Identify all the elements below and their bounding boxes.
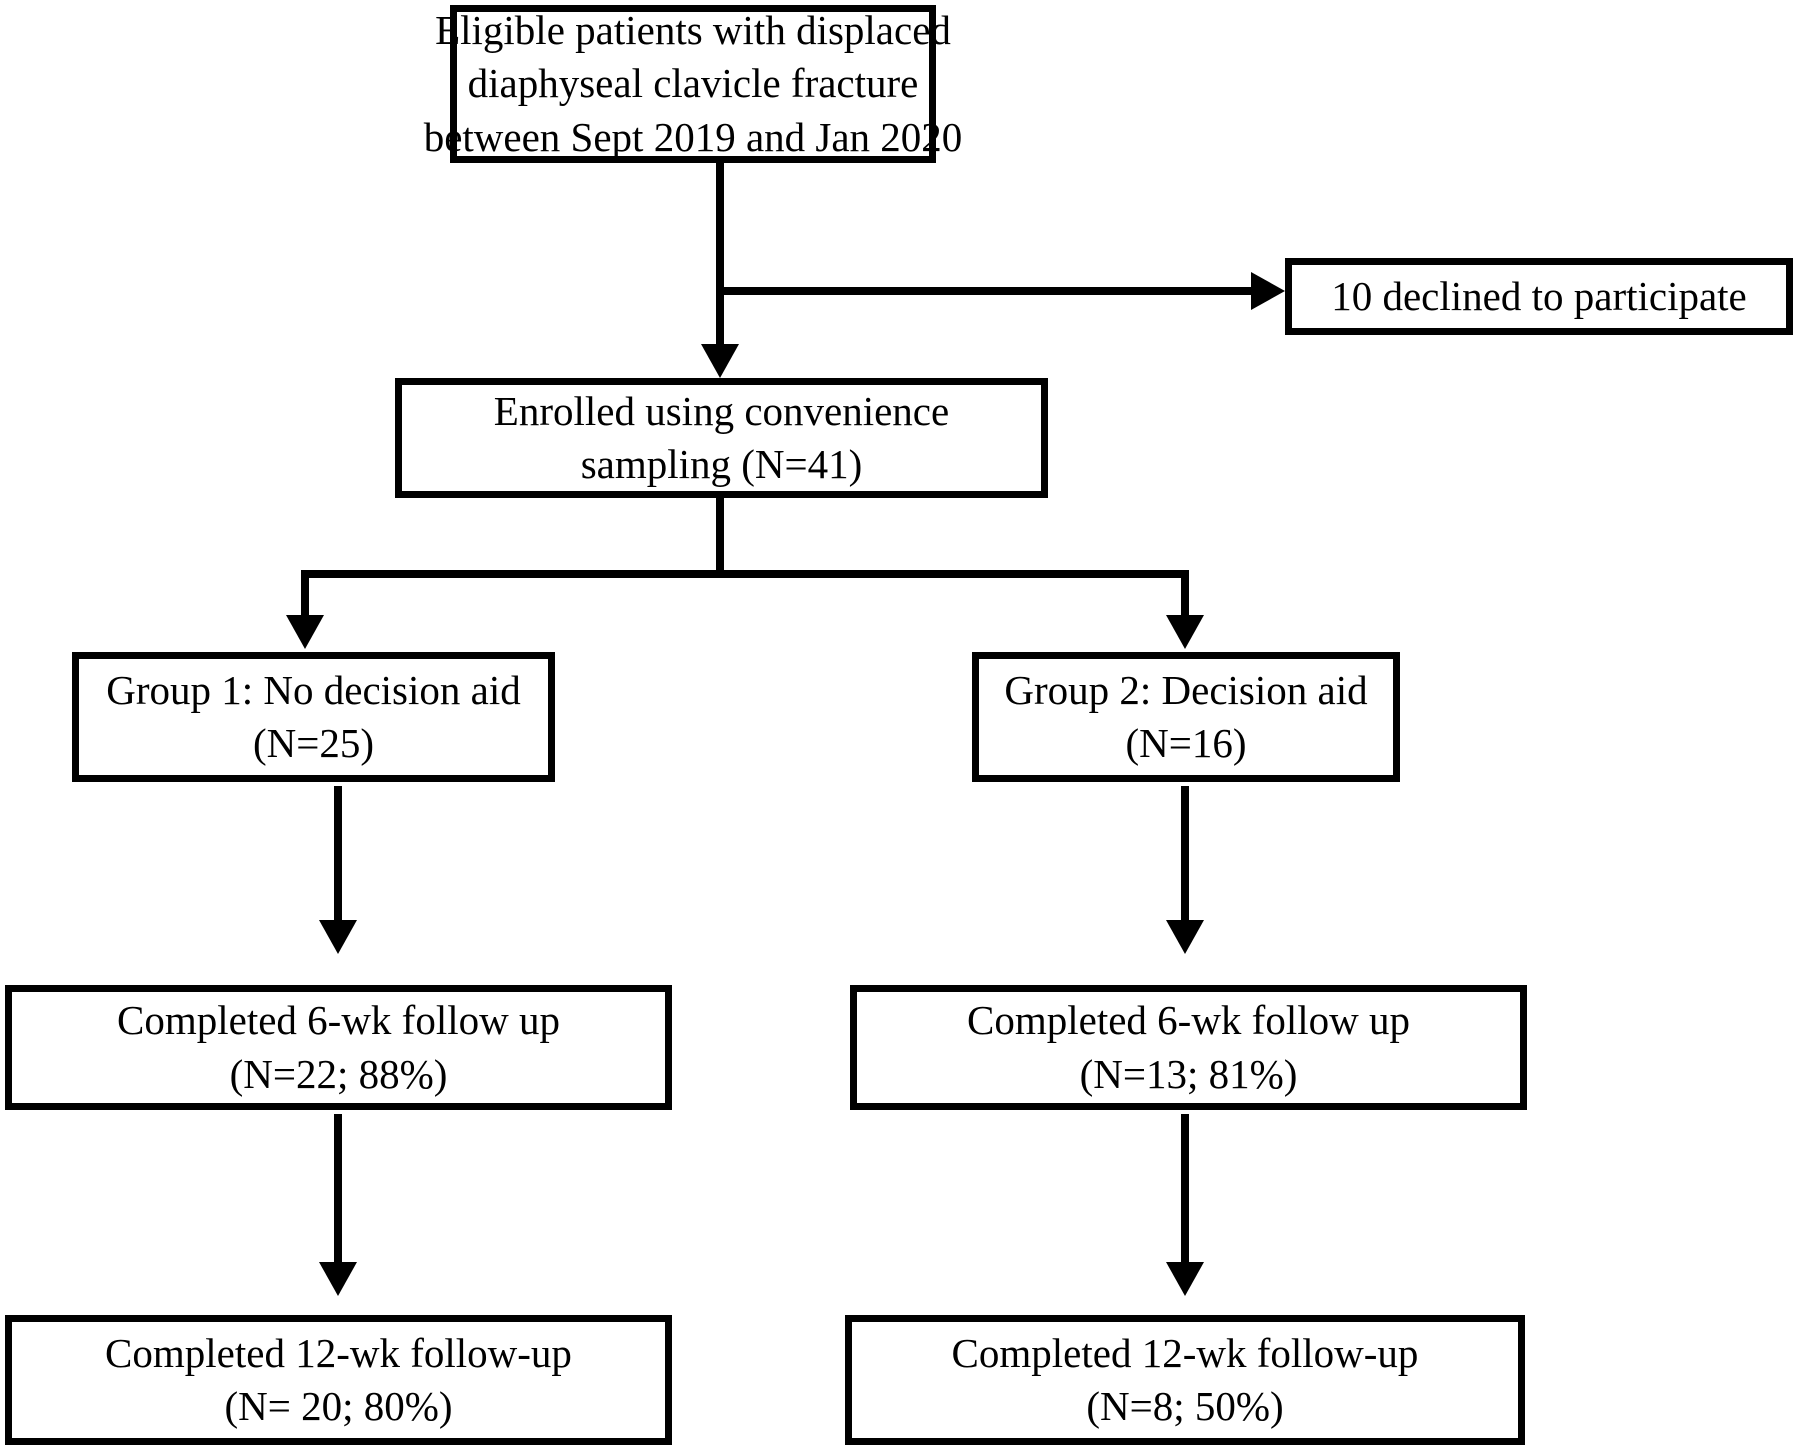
arrowhead-6wk-12wk-right bbox=[1166, 1262, 1204, 1296]
arrowhead-group2-6wk bbox=[1166, 920, 1204, 954]
declined-box: 10 declined to participate bbox=[1285, 258, 1793, 335]
group-2-12wk-line-1: Completed 12-wk follow-up bbox=[951, 1329, 1419, 1376]
arrowhead-to-group-2 bbox=[1166, 615, 1204, 649]
connector-eligible-stem bbox=[716, 163, 724, 348]
group-2-12wk-line-2: (N=8; 50%) bbox=[1086, 1383, 1284, 1429]
enrolled-box: Enrolled using convenience sampling (N=4… bbox=[395, 378, 1048, 498]
enrolled-line-2: sampling (N=41) bbox=[580, 441, 863, 487]
arrowhead-to-declined bbox=[1251, 272, 1285, 310]
group-1-6wk-line-2: (N=22; 88%) bbox=[229, 1050, 448, 1097]
arrowhead-to-group-1 bbox=[286, 615, 324, 649]
group-2-line-1: Group 2: Decision aid bbox=[1004, 666, 1368, 713]
group-1-6wk-line-1: Completed 6-wk follow up bbox=[117, 997, 560, 1044]
eligible-line-3: between Sept 2019 and Jan 2020 bbox=[423, 113, 963, 160]
connector-6wk-to-12wk-right bbox=[1181, 1114, 1189, 1266]
connector-6wk-to-12wk-left bbox=[334, 1114, 342, 1266]
group-2-12wk-followup-box: Completed 12-wk follow-up (N=8; 50%) bbox=[845, 1315, 1525, 1445]
group-1-12wk-line-1: Completed 12-wk follow-up bbox=[105, 1329, 572, 1376]
connector-eligible-to-declined bbox=[716, 287, 1256, 295]
connector-group2-to-6wk bbox=[1181, 786, 1189, 924]
group-1-6wk-followup-box: Completed 6-wk follow up (N=22; 88%) bbox=[5, 985, 672, 1110]
group-1-12wk-followup-box: Completed 12-wk follow-up (N= 20; 80%) bbox=[5, 1315, 672, 1445]
declined-line-1: 10 declined to participate bbox=[1331, 272, 1747, 319]
arrowhead-group1-6wk bbox=[319, 920, 357, 954]
connector-group1-to-6wk bbox=[334, 786, 342, 924]
group-1-box: Group 1: No decision aid (N=25) bbox=[72, 652, 555, 782]
group-2-box: Group 2: Decision aid (N=16) bbox=[972, 652, 1400, 782]
group-1-line-1: Group 1: No decision aid bbox=[106, 666, 521, 713]
enrolled-line-1: Enrolled using convenience bbox=[493, 387, 950, 434]
group-2-6wk-line-1: Completed 6-wk follow up bbox=[967, 997, 1410, 1044]
group-2-line-2: (N=16) bbox=[1125, 720, 1247, 766]
eligible-line-2: diaphyseal clavicle fracture bbox=[467, 60, 919, 107]
group-2-6wk-followup-box: Completed 6-wk follow up (N=13; 81%) bbox=[850, 985, 1527, 1110]
group-1-12wk-line-2: (N= 20; 80%) bbox=[224, 1383, 453, 1429]
group-1-line-2: (N=25) bbox=[252, 720, 375, 766]
eligible-line-1: Eligible patients with displaced bbox=[435, 7, 951, 54]
connector-enrolled-split bbox=[301, 570, 1189, 578]
arrowhead-to-enrolled bbox=[701, 344, 739, 378]
group-2-6wk-line-2: (N=13; 81%) bbox=[1079, 1050, 1298, 1097]
connector-enrolled-right-drop bbox=[1181, 570, 1189, 622]
arrowhead-6wk-12wk-left bbox=[319, 1262, 357, 1296]
eligible-patients-box: Eligible patients with displaced diaphys… bbox=[424, 5, 962, 163]
connector-enrolled-left-drop bbox=[301, 570, 309, 622]
connector-enrolled-stem bbox=[716, 498, 724, 578]
